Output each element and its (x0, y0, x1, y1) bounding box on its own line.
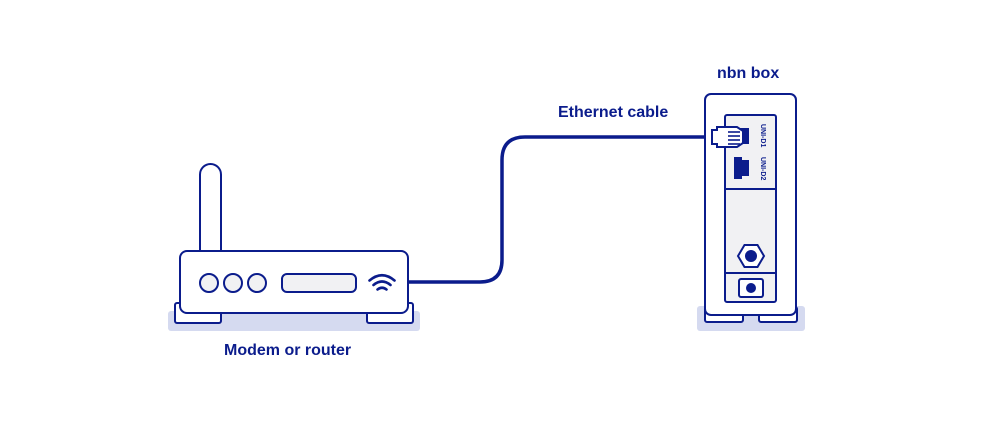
nbn-box: UNI-D1 UNI-D2 (697, 93, 805, 331)
ethernet-port-icon (734, 157, 749, 179)
router-light-3 (247, 273, 267, 293)
power-socket-icon (738, 278, 764, 298)
port-label-uni-d2: UNI-D2 (759, 157, 766, 180)
router-antenna (199, 163, 222, 265)
hex-connector-icon (736, 244, 766, 268)
router-shadow (168, 311, 420, 331)
router-display (281, 273, 357, 293)
port-label-uni-d1: UNI-D1 (759, 124, 766, 147)
wifi-icon (368, 273, 396, 291)
ethernet-cable-label: Ethernet cable (558, 104, 669, 121)
nbn-box-label: nbn box (717, 65, 780, 82)
router-light-1 (199, 273, 219, 293)
modem-router-label: Modem or router (224, 342, 352, 359)
ethernet-cable (408, 135, 712, 284)
modem-router (168, 163, 420, 331)
router-light-2 (223, 273, 243, 293)
ethernet-plug-icon (711, 126, 749, 148)
